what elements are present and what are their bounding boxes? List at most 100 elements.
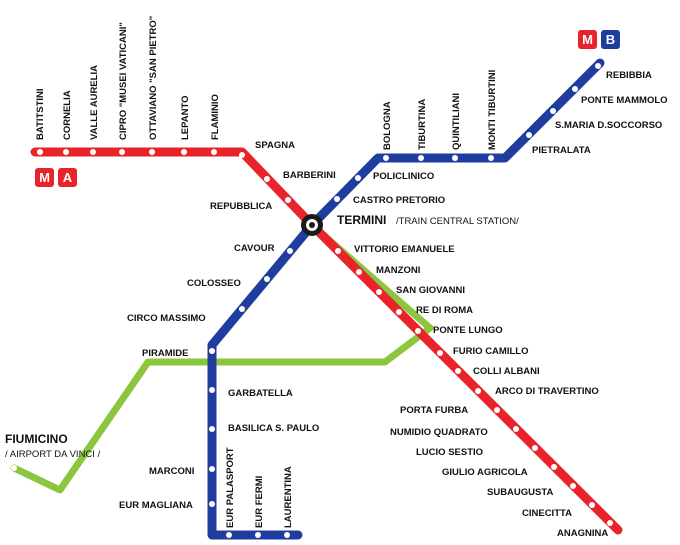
station-dot (211, 149, 217, 155)
station-label-furio-camillo: FURIO CAMILLO (453, 346, 528, 357)
station-dots (11, 63, 613, 538)
station-dot (572, 86, 578, 92)
station-dot (526, 132, 532, 138)
station-label-arco-di-travertino: ARCO DI TRAVERTINO (495, 386, 599, 397)
station-label-numidio-quadrato: NUMIDIO QUADRATO (390, 427, 488, 438)
station-dot (209, 501, 215, 507)
station-dot (595, 63, 601, 69)
station-dot (418, 155, 424, 161)
station-label-basilica-s-paulo: BASILICA S. PAULO (228, 423, 319, 434)
station-dot (607, 520, 613, 526)
station-label-manzoni: MANZONI (376, 265, 420, 276)
station-dot (255, 532, 261, 538)
station-label-vittorio-emanuele: VITTORIO EMANUELE (354, 244, 455, 255)
station-label-ponte-lungo: PONTE LUNGO (433, 325, 503, 336)
station-label-repubblica: REPUBBLICA (210, 201, 272, 212)
line-b-route (207, 58, 605, 540)
station-dot (356, 269, 362, 275)
station-label-cipro: CIPRO "MUSEI VATICANI" (118, 22, 129, 140)
station-label-tiburtina: TIBURTINA (417, 99, 428, 150)
station-label-marconi: MARCONI (149, 466, 194, 477)
station-dot (239, 152, 245, 158)
station-label-anagnina: ANAGNINA (557, 528, 608, 539)
station-dot (355, 175, 361, 181)
station-dot (264, 176, 270, 182)
station-label-ottaviano: OTTAVIANO "SAN PIETRO" (148, 16, 159, 140)
station-dot (570, 483, 576, 489)
station-label-lepanto: LEPANTO (180, 95, 191, 140)
station-dot (589, 502, 595, 508)
station-label-quintiliani: QUINTILIANI (451, 93, 462, 150)
station-label-lucio-sestio: LUCIO SESTIO (416, 447, 483, 458)
station-dot (287, 248, 293, 254)
station-label-policlinico: POLICLINICO (373, 171, 434, 182)
station-label-barberini: BARBERINI (283, 170, 336, 181)
station-dot (37, 149, 43, 155)
station-dot (475, 388, 481, 394)
station-dot (209, 426, 215, 432)
station-dot (285, 197, 291, 203)
termini-note: /TRAIN CENTRAL STATION/ (396, 216, 519, 227)
station-dot (335, 248, 341, 254)
station-dot (550, 108, 556, 114)
station-label-circo-massimo: CIRCO MASSIMO (127, 313, 206, 324)
station-dot (452, 155, 458, 161)
station-label-flaminio: FLAMINIO (210, 94, 221, 140)
station-dot (119, 149, 125, 155)
station-dot (209, 387, 215, 393)
station-label-colosseo: COLOSSEO (187, 278, 241, 289)
station-label-eur-magliana: EUR MAGLIANA (119, 500, 193, 511)
station-label-ponte-mammolo: PONTE MAMMOLO (581, 95, 668, 106)
line-a-route (30, 147, 623, 535)
station-label-cornelia: CORNELIA (62, 90, 73, 140)
station-label-piramide: PIRAMIDE (142, 348, 188, 359)
station-dot (551, 464, 557, 470)
station-dot (437, 350, 443, 356)
station-dot (396, 309, 402, 315)
station-dot (209, 348, 215, 354)
station-label-garbatella: GARBATELLA (228, 388, 293, 399)
station-dot (376, 289, 382, 295)
station-label-laurentina: LAURENTINA (283, 466, 294, 528)
station-label-eur-fermi: EUR FERMI (254, 476, 265, 528)
svg-text:A: A (63, 170, 73, 185)
station-label-cinecitta: CINECITTA (522, 508, 572, 519)
svg-text:B: B (606, 32, 615, 47)
station-label-castro-pretorio: CASTRO PRETORIO (353, 195, 445, 206)
svg-text:M: M (39, 170, 50, 185)
station-label-batitstini: BATITSTINI (35, 88, 46, 140)
station-label-monti-tiburtini: MONTI TIBURTINI (487, 70, 498, 150)
station-label-eur-palasport: EUR PALASPORT (225, 447, 236, 528)
station-label-subaugusta: SUBAUGUSTA (487, 487, 553, 498)
station-dot (239, 306, 245, 312)
station-label-spagna: SPAGNA (255, 140, 295, 151)
station-dot (455, 368, 461, 374)
station-dot (181, 149, 187, 155)
station-dot (334, 196, 340, 202)
station-label-termini: TERMINI (337, 213, 386, 227)
badge-line-b: M B (578, 30, 620, 49)
station-dot (488, 155, 494, 161)
station-dot (284, 532, 290, 538)
station-label-valle-aurelia: VALLE AURELIA (89, 65, 100, 140)
line-c-route (10, 221, 434, 494)
svg-text:M: M (582, 32, 593, 47)
station-dot (149, 149, 155, 155)
station-dot (11, 465, 17, 471)
station-label-colli-albani: COLLI ALBANI (473, 366, 540, 377)
station-dot (415, 328, 421, 334)
termini-interchange-icon (301, 214, 323, 236)
station-dot (90, 149, 96, 155)
station-dot (513, 426, 519, 432)
station-label-porta-furba: PORTA FURBA (400, 405, 468, 416)
station-dot (264, 276, 270, 282)
station-label-cavour: CAVOUR (234, 243, 275, 254)
station-label-re-di-roma: RE DI ROMA (416, 305, 473, 316)
station-dot (63, 149, 69, 155)
station-dot (383, 155, 389, 161)
badge-line-a: M A (35, 168, 77, 187)
station-dot (209, 466, 215, 472)
station-dot (532, 445, 538, 451)
station-label-giulio-agricola: GIULIO AGRICOLA (442, 467, 528, 478)
